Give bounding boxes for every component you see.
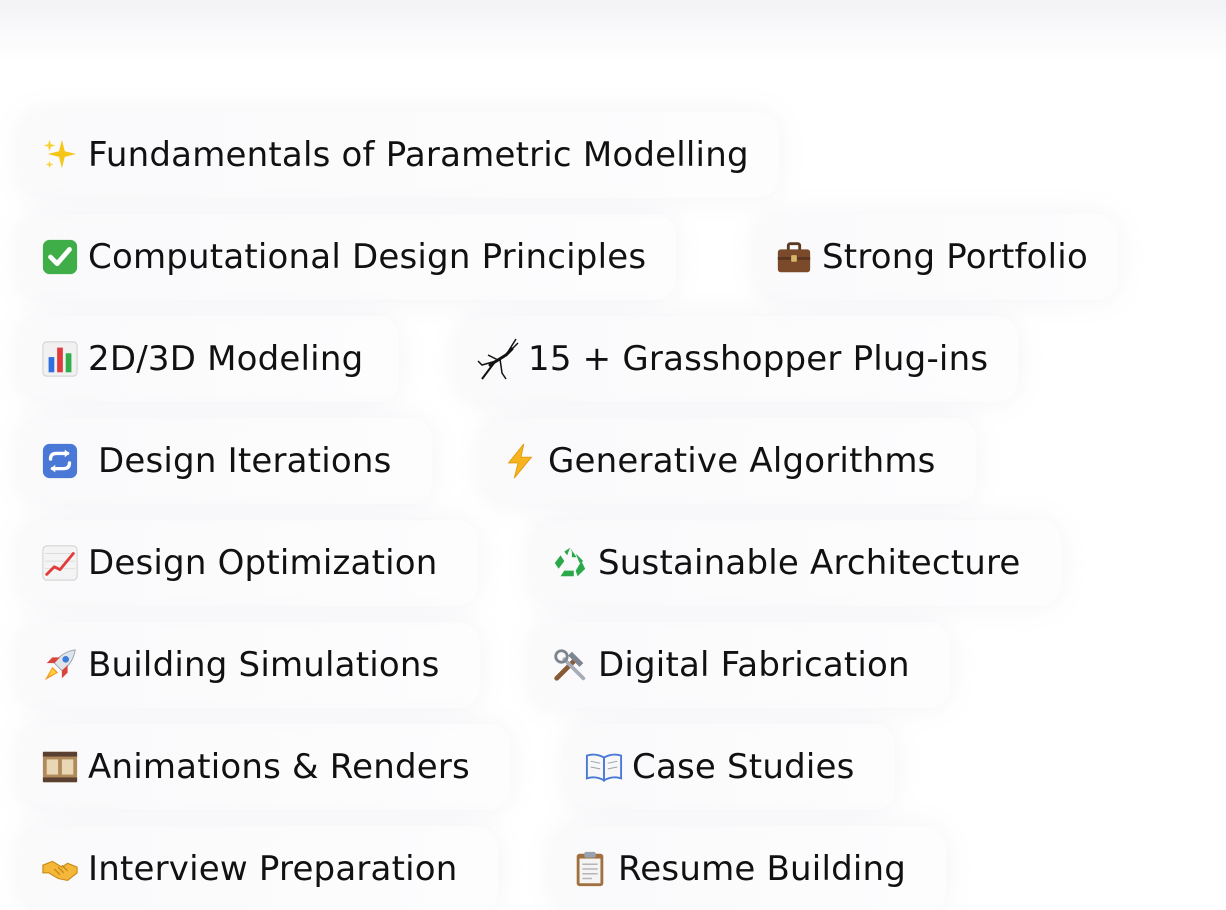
film-frames-icon [40,747,80,787]
handshake-icon [40,849,80,889]
skills-row-5: Design Optimization Sustainable Architec… [0,520,1226,606]
skill-label: Sustainable Architecture [598,543,1021,583]
skill-label: Resume Building [618,849,907,889]
skills-row-4: Design Iterations Generative Algorithms [0,418,1226,504]
repeat-arrows-icon [40,441,80,481]
skill-label: Animations & Renders [88,747,470,787]
open-book-icon [584,747,624,787]
skill-label: 2D/3D Modeling [88,339,364,379]
skills-row-3: 2D/3D Modeling 15 + Grasshopper Plug-ins [0,316,1226,402]
skills-row-6: Building Simulations Digital Fabrication [0,622,1226,708]
skill-label: Fundamentals of Parametric Modelling [88,135,749,175]
skill-chip: Fundamentals of Parametric Modelling [20,112,779,198]
skills-row-2: Computational Design Principles Strong P… [0,214,1226,300]
skill-label: Case Studies [632,747,855,787]
skill-chip: Design Optimization [20,520,478,606]
skill-label: Strong Portfolio [822,237,1088,277]
tools-icon [550,645,590,685]
skills-row-7: Animations & Renders Case Studies [0,724,1226,810]
skills-row-1: Fundamentals of Parametric Modelling [0,112,1226,198]
skills-row-8: Interview Preparation Resume Building [0,826,1226,910]
skill-chip: Digital Fabrication [532,622,950,708]
skill-chip: Building Simulations [20,622,480,708]
skill-chip: Design Iterations [20,418,432,504]
skill-label: Design Iterations [98,441,392,481]
skill-chip: Strong Portfolio [756,214,1118,300]
skill-chip: Generative Algorithms [482,418,976,504]
bar-chart-icon [40,339,80,379]
skill-label: Digital Fabrication [598,645,910,685]
skill-label: 15 + Grasshopper Plug-ins [528,339,989,379]
grasshopper-icon [476,335,520,383]
skill-label: Interview Preparation [88,849,458,889]
skill-chip: Interview Preparation [20,826,498,910]
briefcase-icon [774,237,814,277]
check-mark-icon [40,237,80,277]
recycle-icon [550,543,590,583]
skill-chip: Sustainable Architecture [532,520,1061,606]
skill-chip: Case Studies [566,724,895,810]
rocket-icon [40,645,80,685]
skill-chip: 15 + Grasshopper Plug-ins [458,316,1019,402]
skill-chip: Resume Building [552,826,947,910]
skill-chip: Computational Design Principles [20,214,677,300]
skill-chip: 2D/3D Modeling [20,316,400,402]
lightning-icon [500,441,540,481]
clipboard-icon [570,849,610,889]
faded-header-strip [0,0,1226,60]
trending-up-icon [40,543,80,583]
skill-label: Generative Algorithms [548,441,936,481]
skill-label: Building Simulations [88,645,440,685]
skill-label: Design Optimization [88,543,438,583]
skill-chip: Animations & Renders [20,724,510,810]
sparkles-icon [40,135,80,175]
skill-label: Computational Design Principles [88,237,647,277]
